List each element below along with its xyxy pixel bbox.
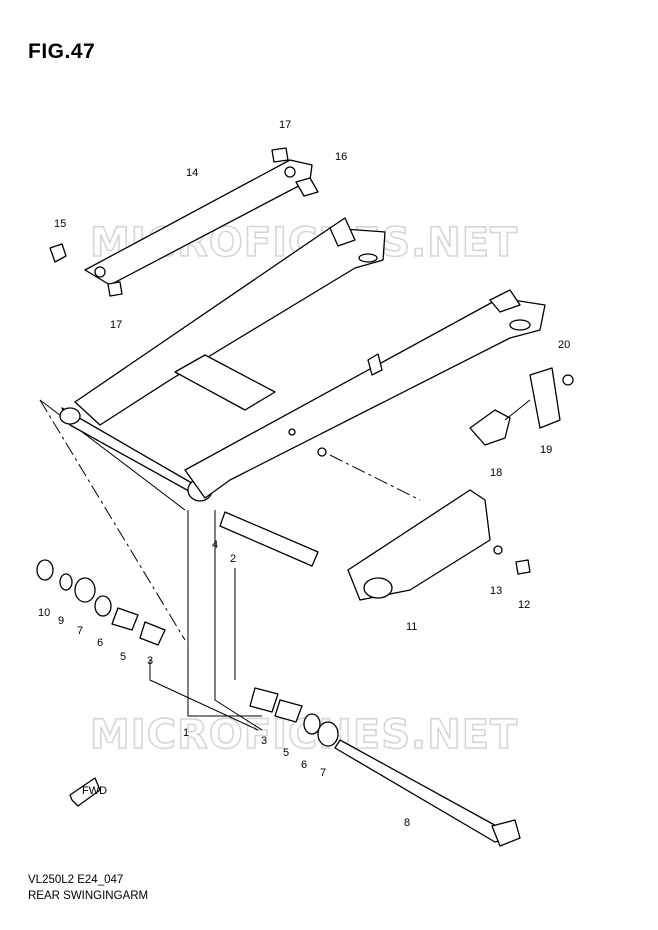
callout-18: 18 <box>490 467 502 479</box>
callout-20: 20 <box>558 339 570 351</box>
figure-title: FIG.47 <box>28 40 96 63</box>
callout-11: 11 <box>406 621 417 633</box>
callout-10: 10 <box>38 607 50 619</box>
callout-19: 19 <box>540 444 552 456</box>
diagram-code: VL250L2 E24_047 <box>28 874 124 886</box>
leader-chain-case <box>329 454 421 501</box>
chain-case <box>347 489 491 601</box>
leader-line-left <box>39 399 186 641</box>
callout-4: 4 <box>212 539 218 551</box>
callout-6b: 6 <box>301 759 307 771</box>
svg-text:FWD: FWD <box>82 785 107 797</box>
callout-7b: 7 <box>320 767 326 779</box>
collar-13 <box>493 545 503 555</box>
bolt-15 <box>49 243 67 263</box>
callout-15: 15 <box>54 218 66 230</box>
callout-2: 2 <box>230 553 236 565</box>
callout-14: 14 <box>186 167 198 179</box>
callout-8: 8 <box>404 817 410 829</box>
callout-1: 1 <box>183 727 189 739</box>
right-bearing-stack <box>249 687 339 747</box>
leader-1 <box>187 510 262 717</box>
callout-5b: 5 <box>283 747 289 759</box>
torque-link <box>84 159 313 286</box>
callout-3b: 3 <box>261 735 267 747</box>
callout-9: 9 <box>58 615 64 627</box>
pivot-pipe <box>219 511 319 567</box>
nut-20 <box>562 374 574 386</box>
adjuster-plate <box>469 409 511 446</box>
fwd-arrow: FWD <box>69 777 107 807</box>
callout-7a: 7 <box>77 625 83 637</box>
callout-3a: 3 <box>147 655 153 667</box>
callout-12: 12 <box>518 599 530 611</box>
callout-13: 13 <box>490 585 502 597</box>
nut-17-top <box>271 147 289 163</box>
callout-16: 16 <box>335 151 347 163</box>
callout-6a: 6 <box>97 637 103 649</box>
swingarm <box>59 217 546 502</box>
bolt-12 <box>515 559 531 575</box>
callout-17b: 17 <box>110 319 122 331</box>
adjuster-bracket <box>529 367 561 429</box>
nut-17-bottom <box>107 281 123 297</box>
callout-17a: 17 <box>279 119 291 131</box>
bolt-16 <box>295 177 319 197</box>
diagram-name: REAR SWINGINGARM <box>28 890 149 902</box>
watermark-bottom: MICROFICHES.NET <box>90 712 518 758</box>
callout-5a: 5 <box>120 651 126 663</box>
callout-labels: 17 16 14 15 17 20 19 18 4 2 10 9 7 6 5 3… <box>38 119 570 829</box>
left-bearing-stack <box>36 559 166 646</box>
